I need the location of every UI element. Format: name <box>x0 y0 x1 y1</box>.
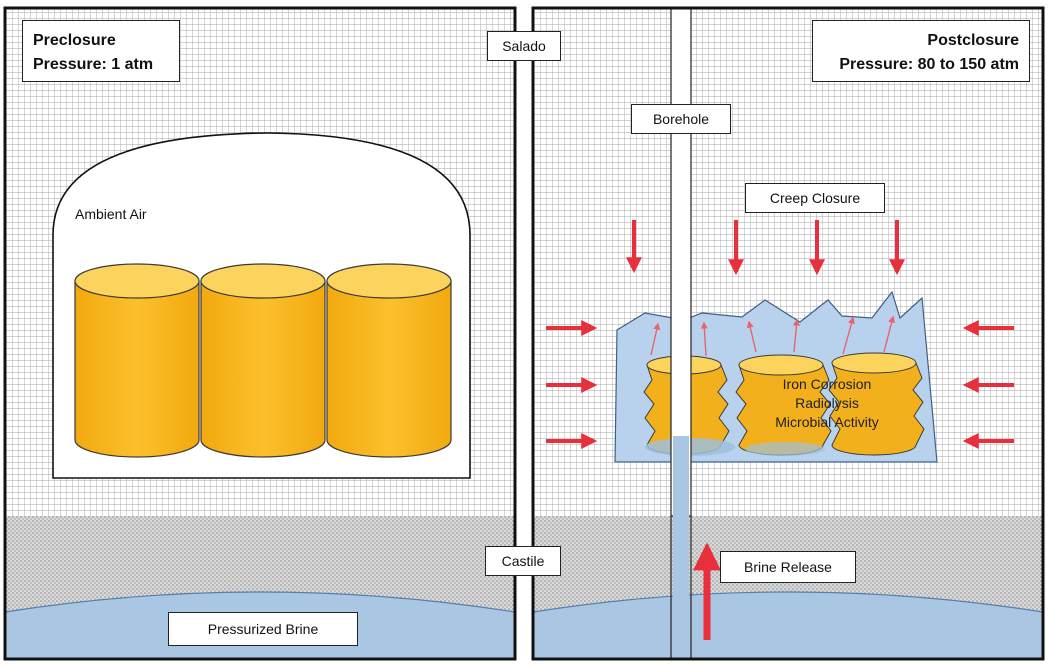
process-label: Microbial Activity <box>775 414 879 430</box>
brine-pool <box>745 442 825 456</box>
panel-border-right <box>531 6 1045 661</box>
process-label: Iron Corrosion <box>782 376 872 392</box>
process-label: Radiolysis <box>795 395 859 411</box>
preclosure-panel <box>3 6 517 661</box>
brine-release-label: Brine Release <box>720 551 856 583</box>
borehole-brine-column <box>673 436 689 659</box>
salado-label: Salado <box>487 31 561 61</box>
waste-drums-preclosure <box>74 263 452 458</box>
postclosure-title: Postclosure <box>927 32 1019 49</box>
drum <box>326 263 452 458</box>
brine-reservoir-right <box>532 591 1044 660</box>
lateral-closure-arrows <box>546 320 1014 449</box>
ambient-air-label: Ambient Air <box>75 206 147 222</box>
creep-closure-label: Creep Closure <box>745 183 885 213</box>
preclosure-info-box: Preclosure Pressure: 1 atm <box>22 20 180 82</box>
postclosure-panel <box>531 6 1045 661</box>
crushed-drum <box>735 354 832 456</box>
gas-generation-arrows <box>650 315 895 357</box>
preclosure-title: Preclosure <box>33 32 116 49</box>
preclosure-pressure: Pressure: 1 atm <box>33 56 154 73</box>
postclosure-info-box: Postclosure Pressure: 80 to 150 atm <box>812 20 1030 82</box>
drum <box>200 263 326 458</box>
panel-border-left <box>3 6 517 661</box>
gas-generation-processes: Iron Corrosion Radiolysis Microbial Acti… <box>752 375 902 432</box>
crushed-drum <box>828 352 925 456</box>
castile-label: Castile <box>485 546 561 576</box>
postclosure-pressure: Pressure: 80 to 150 atm <box>839 56 1019 73</box>
drum <box>74 263 200 458</box>
creep-closure-arrows <box>626 220 905 276</box>
borehole-label: Borehole <box>631 104 731 134</box>
pressurized-brine-label: Pressurized Brine <box>168 612 358 646</box>
